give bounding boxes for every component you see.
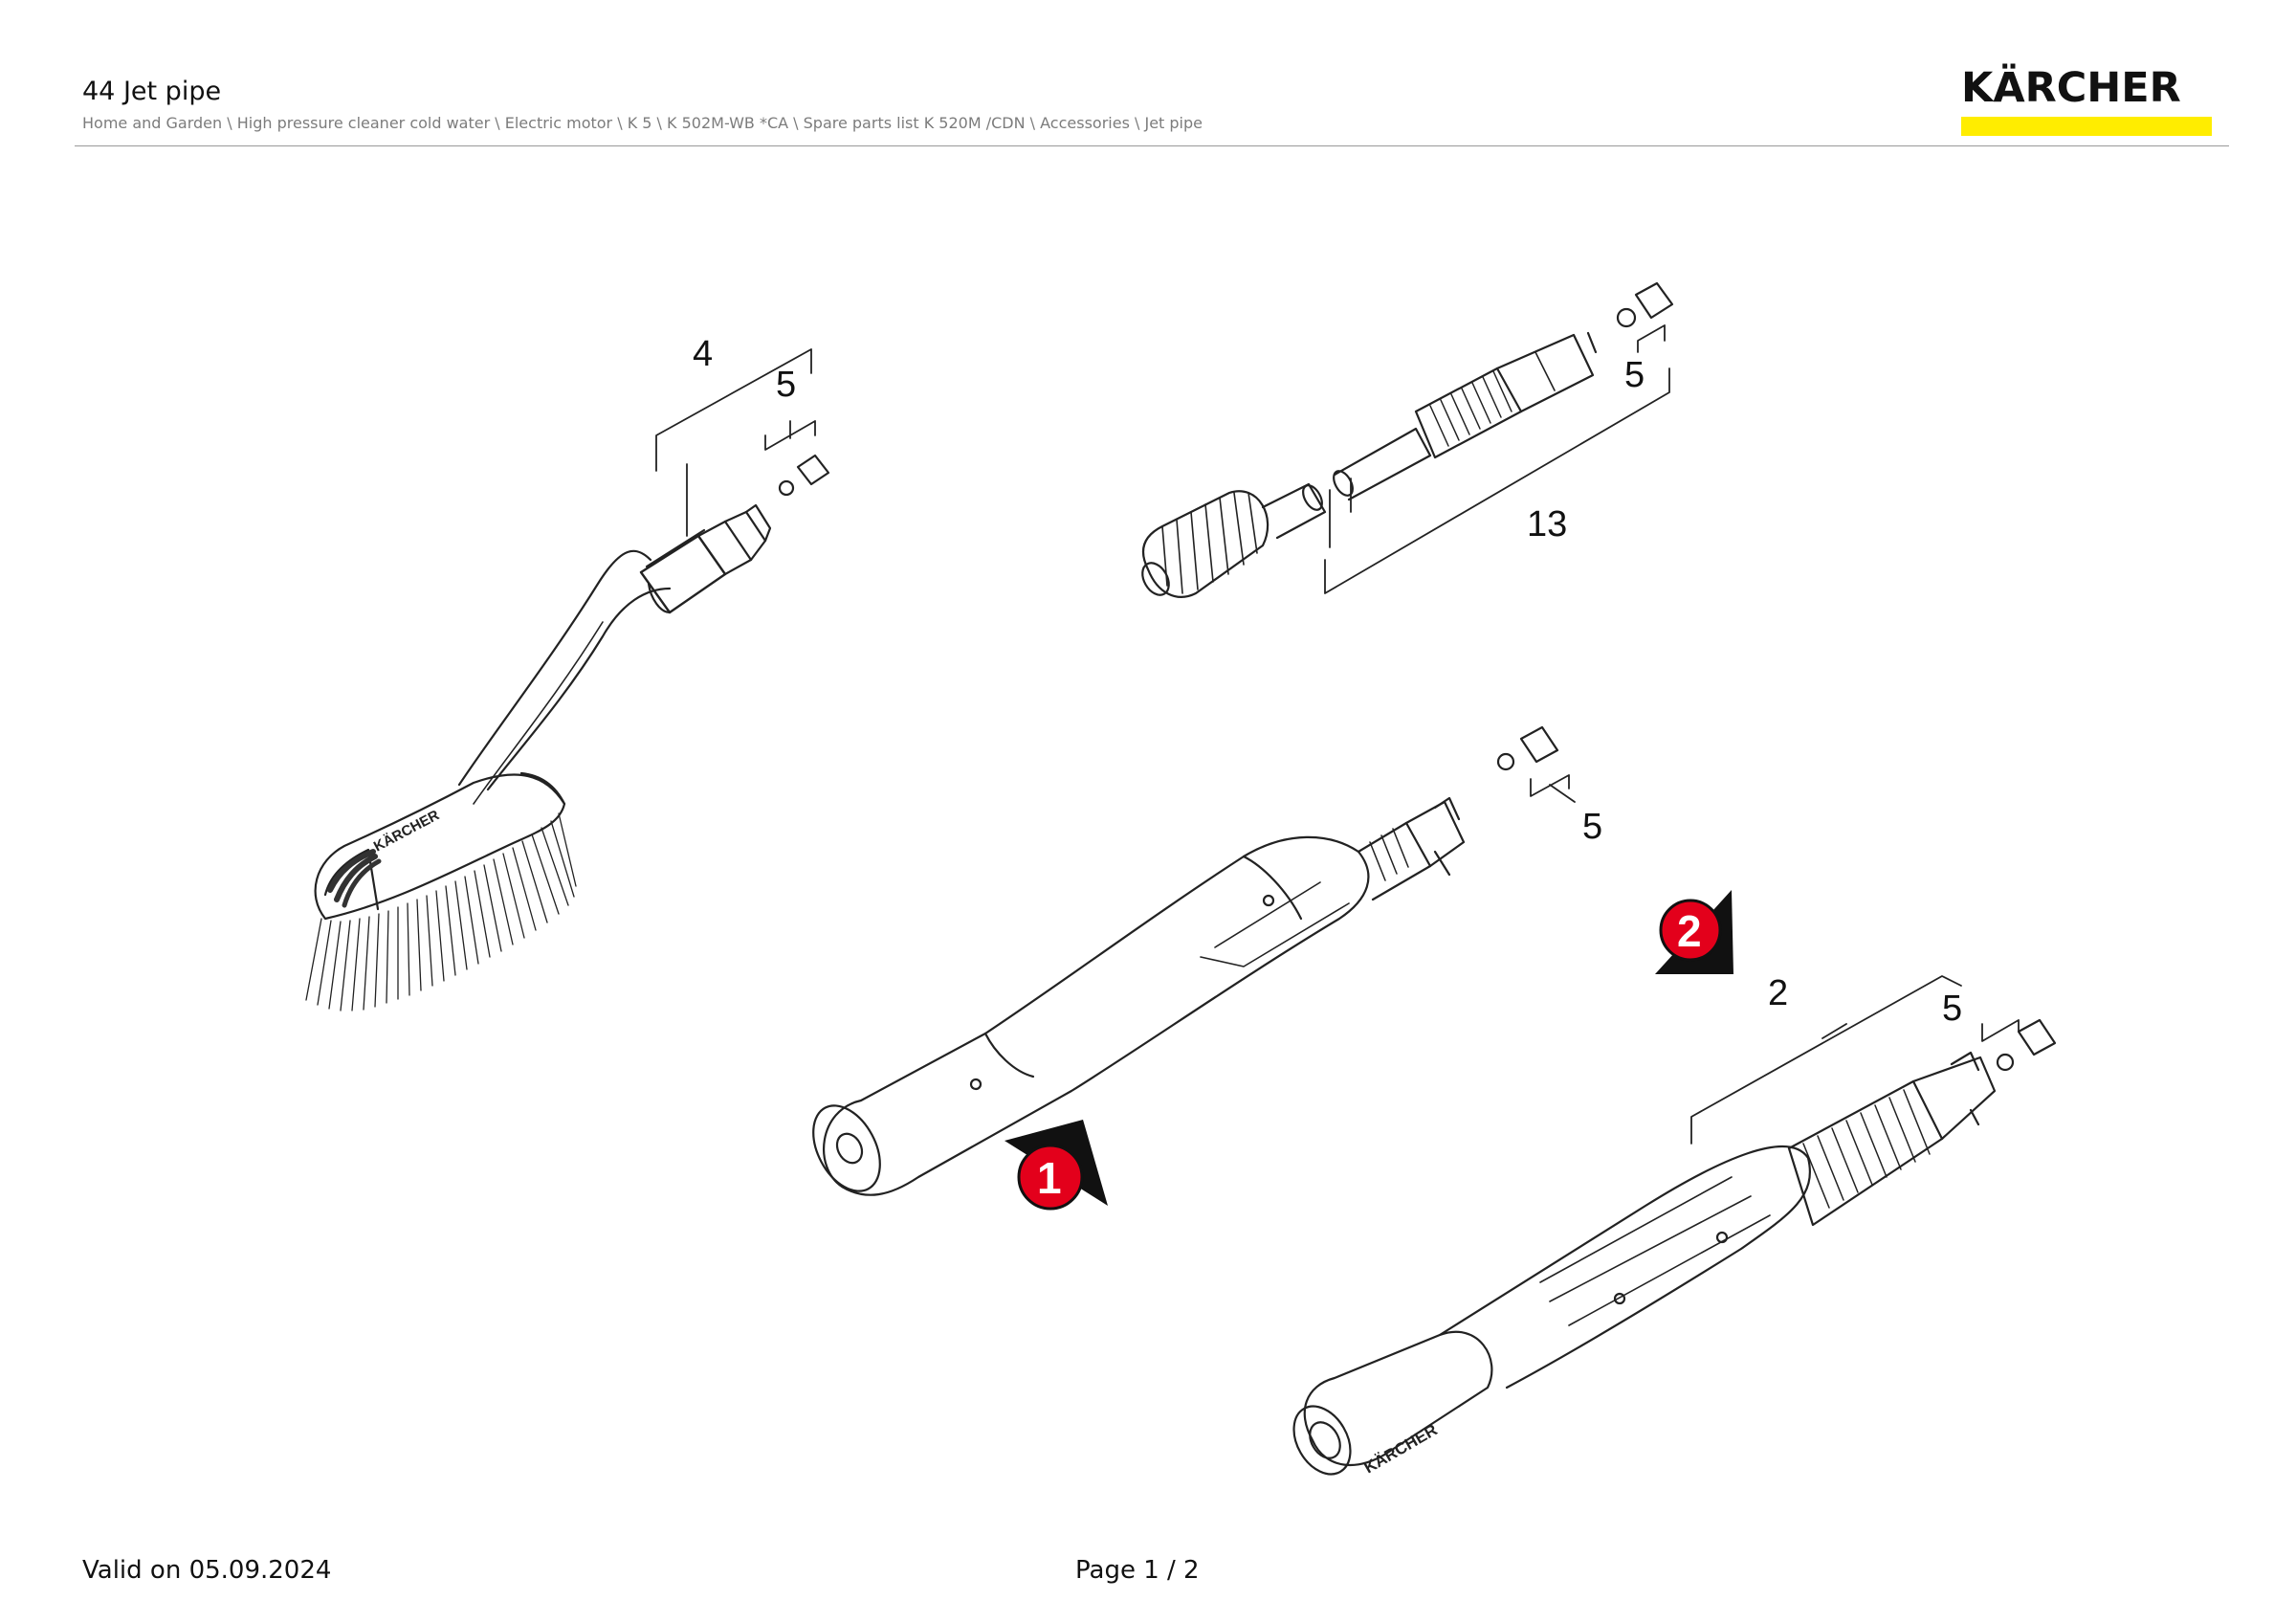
callout-5-lance: 5 (1582, 807, 1602, 847)
callout-5-brush: 5 (776, 365, 796, 405)
validity-date: Valid on 05.09.2024 (82, 1556, 332, 1585)
lance-brand-mark: KÄRCHER (1361, 1421, 1441, 1478)
karcher-logo-icon: KÄRCHER (1961, 65, 2214, 136)
vario-lance-icon (1292, 975, 2057, 1476)
callout-2: 2 (1768, 973, 1788, 1013)
callout-13: 13 (1527, 504, 1567, 545)
badge-2-icon (1655, 890, 1733, 974)
header-divider (75, 145, 2229, 146)
callout-4: 4 (693, 334, 713, 374)
badge-2-label: 2 (1677, 906, 1702, 956)
logo-text: KÄRCHER (1961, 64, 2181, 112)
breadcrumb: Home and Garden \ High pressure cleaner … (82, 114, 1203, 132)
brush-brand-mark: KÄRCHER (371, 807, 442, 855)
wash-brush-icon (305, 348, 830, 1012)
page-header: 44 Jet pipe Home and Garden \ High press… (82, 77, 1203, 132)
page-title: 44 Jet pipe (82, 77, 222, 106)
logo-bar (1961, 117, 2212, 136)
badge-1-label: 1 (1037, 1153, 1062, 1203)
page-number: Page 1 / 2 (1075, 1556, 1200, 1585)
spray-lance-icon (812, 725, 1576, 1196)
badge-1-icon (1004, 1120, 1108, 1211)
callout-5-rotary: 5 (1624, 355, 1645, 395)
rotary-nozzle-icon (1141, 281, 1674, 598)
callout-5-vario: 5 (1942, 989, 1962, 1029)
